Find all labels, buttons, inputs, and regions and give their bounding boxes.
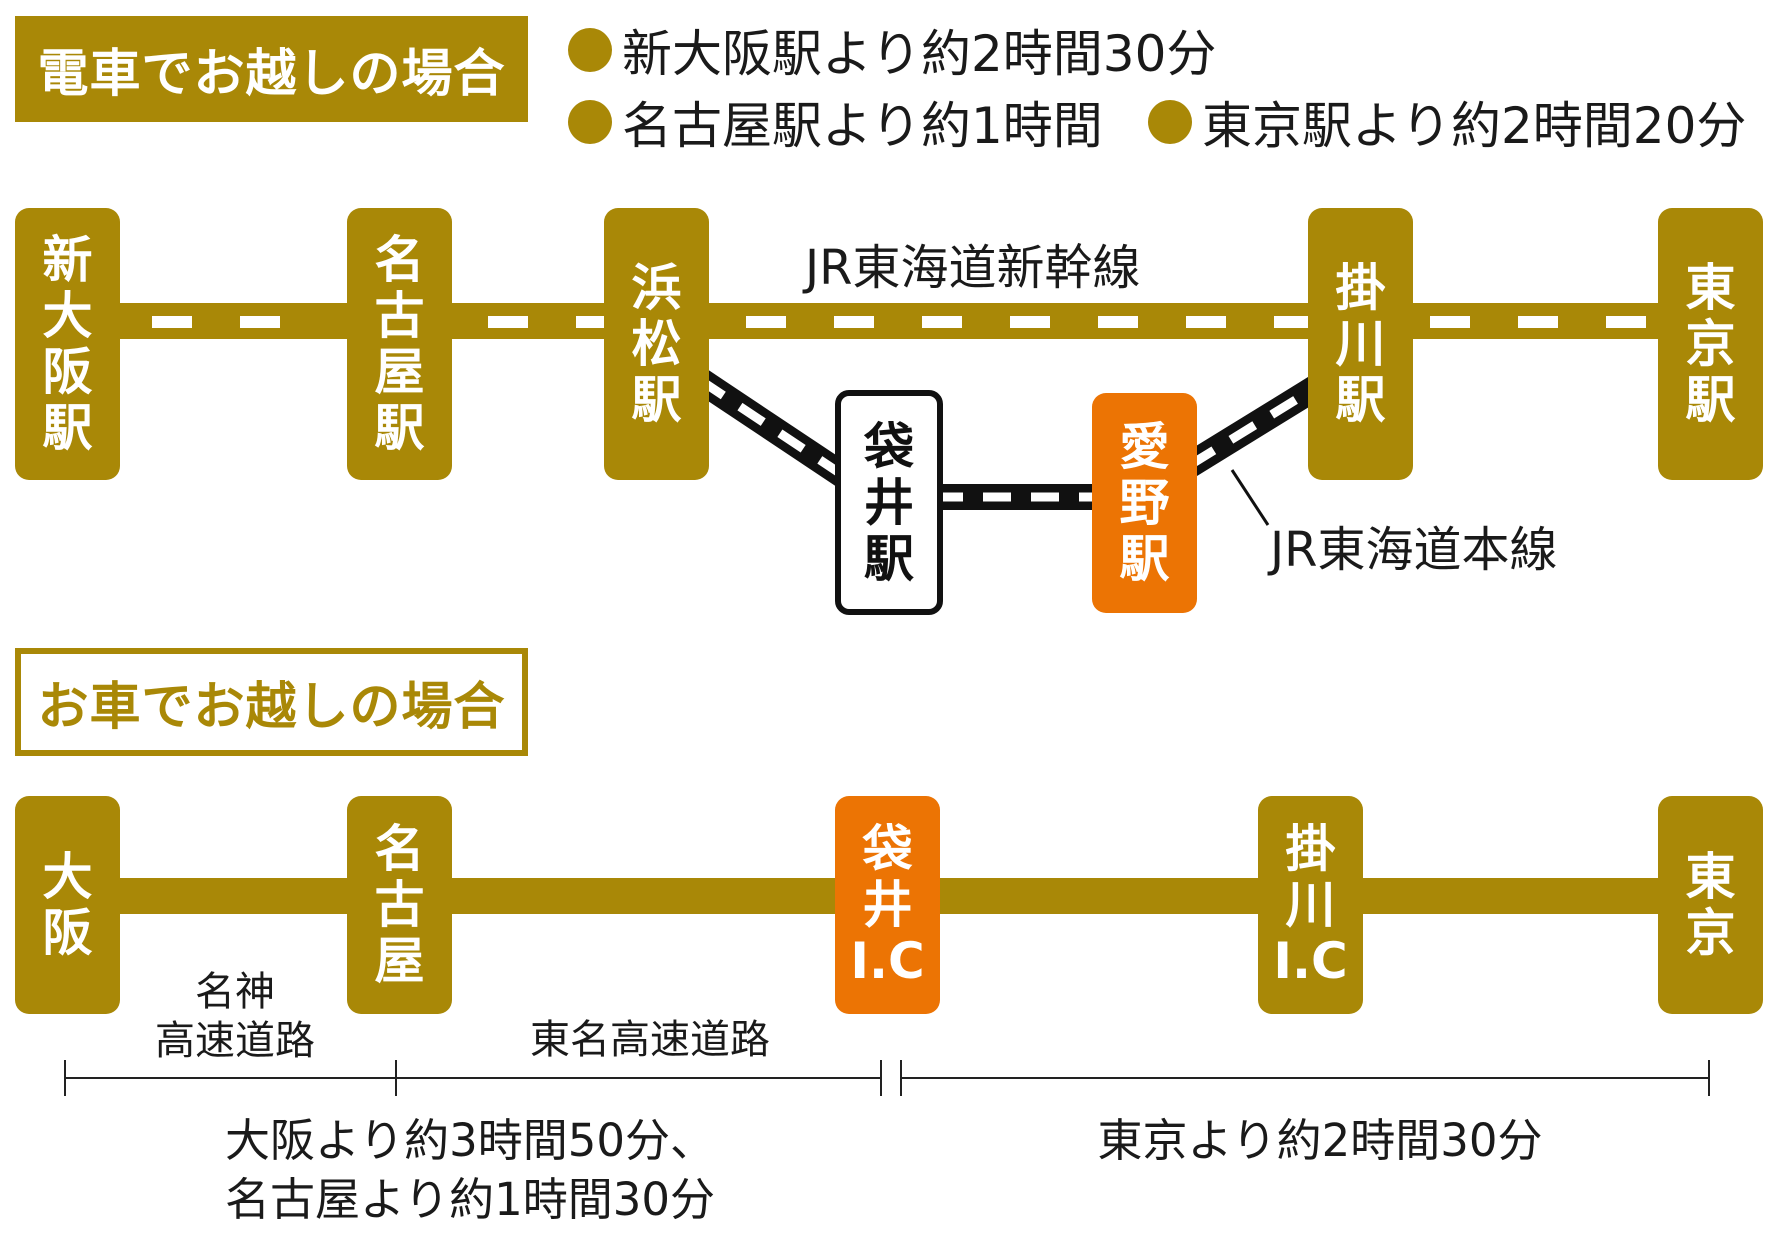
node-char: 古 [374,876,425,934]
node-char: I.C [850,932,925,990]
bullet-dot-icon [568,28,612,72]
track-dash [746,316,786,328]
road-meishin-line: 高速道路 [155,1017,315,1064]
range-tick [1708,1060,1710,1096]
bullet-dot-icon [1148,100,1192,144]
node-tokyo: 東 京 [1658,796,1763,1014]
honsen-label: JR東海道本線 [1270,522,1558,578]
track-dash [1430,316,1470,328]
road-tomei: 東名高速道路 [530,1017,770,1063]
station-char: 京 [1685,315,1736,373]
time-nagoya-text: 名古屋駅より約1時間 [622,97,1103,155]
station-char: 掛 [1335,259,1386,317]
station-char: 古 [374,287,425,345]
station-fukuroi: 袋 井 駅 [835,390,943,615]
node-char: 大 [42,848,93,906]
node-char: 京 [1685,904,1736,962]
station-char: 駅 [1335,371,1386,429]
range-line-west [64,1077,882,1079]
range-tick [880,1060,882,1096]
station-nagoya: 名 古 屋 駅 [347,208,452,480]
node-char: I.C [1273,932,1348,990]
track-dash [922,316,962,328]
bullet-dot-icon [568,100,612,144]
time-nagoya: 名古屋駅より約1時間 [568,92,1103,155]
track-dash [1098,316,1138,328]
road-meishin: 名神 高速道路 [120,968,350,1066]
track-dash [1606,316,1646,328]
time-shinosaka: 新大阪駅より約2時間30分 [568,20,1216,83]
node-char: 屋 [374,932,425,990]
station-char: 駅 [374,399,425,457]
time-east: 東京より約2時間30分 [1097,1114,1543,1167]
station-char: 駅 [1685,371,1736,429]
station-char: 野 [1119,474,1170,532]
station-char: 袋 [864,417,914,476]
node-fukuroi-ic: 袋 井 I.C [835,796,940,1014]
station-char: 浜 [631,259,682,317]
time-west-line: 大阪より約3時間50分、 [225,1114,715,1167]
shinkansen-label: JR東海道新幹線 [805,240,1141,296]
time-shinosaka-text: 新大阪駅より約2時間30分 [622,25,1217,83]
node-char: 名 [374,820,425,878]
node-char: 袋 [862,820,913,878]
track-dash [1518,316,1558,328]
node-nagoya: 名 古 屋 [347,796,452,1014]
station-char: 屋 [374,343,425,401]
station-char: 阪 [42,343,93,401]
node-char: 井 [862,876,913,934]
time-tokyo-text: 東京駅より約2時間20分 [1202,97,1747,155]
time-west: 大阪より約3時間50分、 名古屋より約1時間30分 [180,1112,760,1229]
track-dash [1274,316,1314,328]
station-shinosaka: 新 大 阪 駅 [15,208,120,480]
station-char: 大 [42,287,93,345]
station-char: 川 [1335,315,1386,373]
node-char: 掛 [1285,820,1336,878]
node-char: 東 [1685,848,1736,906]
station-char: 駅 [1119,530,1170,588]
station-char: 東 [1685,259,1736,317]
track-dash [1186,316,1226,328]
station-char: 新 [42,231,93,289]
station-char: 駅 [42,399,93,457]
station-char: 愛 [1119,418,1170,476]
node-kakegawa-ic: 掛 川 I.C [1258,796,1363,1014]
range-tick [395,1060,397,1096]
station-char: 駅 [864,529,914,588]
track-dash [240,316,280,328]
range-tick [64,1060,66,1096]
time-west-line: 名古屋より約1時間30分 [225,1172,715,1226]
station-hamamatsu: 浜 松 駅 [604,208,709,480]
range-line-east [900,1077,1710,1079]
node-char: 阪 [42,904,93,962]
train-header: 電車でお越しの場合 [15,16,528,122]
station-char: 井 [864,473,914,532]
track-dash [152,316,192,328]
station-tokyo: 東 京 駅 [1658,208,1763,480]
node-char: 川 [1285,876,1336,934]
car-header: お車でお越しの場合 [15,648,528,756]
station-char: 名 [374,231,425,289]
track-dash [834,316,874,328]
station-char: 松 [631,315,682,373]
node-osaka: 大 阪 [15,796,120,1014]
road-meishin-line: 名神 [195,969,275,1015]
track-dash [488,316,528,328]
station-aino: 愛 野 駅 [1092,393,1197,613]
track-dash [1010,316,1050,328]
station-char: 駅 [631,371,682,429]
station-kakegawa: 掛 川 駅 [1308,208,1413,480]
range-tick [900,1060,902,1096]
time-tokyo: 東京駅より約2時間20分 [1148,92,1746,155]
